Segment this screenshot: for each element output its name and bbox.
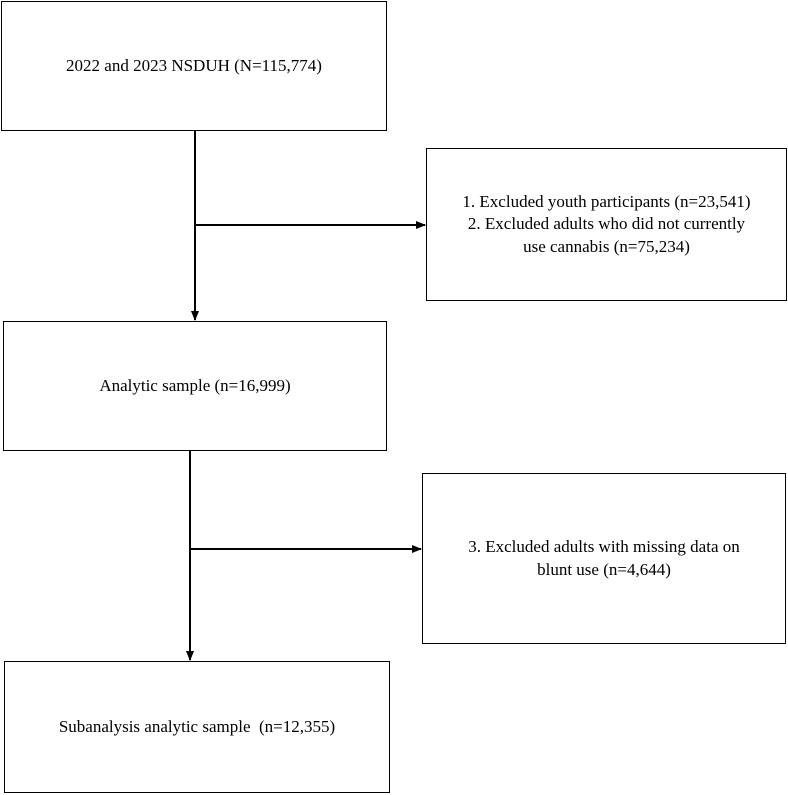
subanalysis-sample-text: Subanalysis analytic sample (n=12,355) [58, 716, 336, 736]
exclusion-1-line-3: use cannabis (n=75,234) [523, 236, 690, 256]
total-sample-box: 2022 and 2023 NSDUH (N=115,774) [1, 1, 387, 131]
exclusion-box-2: 3. Excluded adults with missing data on … [422, 473, 786, 644]
analytic-sample-text: Analytic sample (n=16,999) [99, 375, 291, 395]
exclusion-2-line-1: 3. Excluded adults with missing data on [468, 537, 740, 557]
subanalysis-sample-box: Subanalysis analytic sample (n=12,355) [4, 661, 390, 793]
exclusion-box-1: 1. Excluded youth participants (n=23,541… [426, 148, 787, 301]
total-sample-text: 2022 and 2023 NSDUH (N=115,774) [66, 55, 322, 75]
exclusion-1-line-2: 2. Excluded adults who did not currently [467, 214, 746, 234]
exclusion-1-line-1: 1. Excluded youth participants (n=23,541… [462, 192, 751, 212]
analytic-sample-box: Analytic sample (n=16,999) [3, 321, 387, 451]
exclusion-2-line-2: blunt use (n=4,644) [537, 559, 671, 579]
